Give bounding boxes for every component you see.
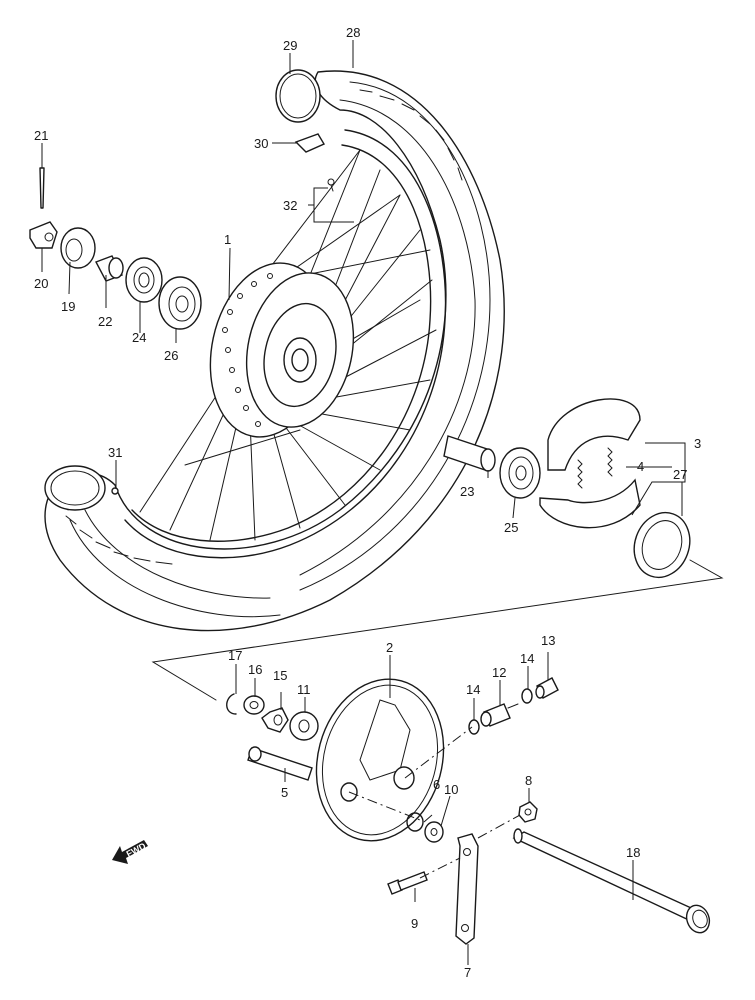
o-ring[interactable] [406,812,424,832]
washer-14b[interactable] [521,688,533,704]
hub[interactable] [195,252,367,448]
label-part-13[interactable]: 13 [541,633,555,648]
label-part-12[interactable]: 12 [492,665,506,680]
label-part-30[interactable]: 30 [254,136,268,151]
label-part-17[interactable]: 17 [228,648,242,663]
indicator-plate[interactable] [261,707,289,733]
hub-spoke-holes [222,273,273,427]
axle-nut[interactable] [29,221,58,249]
label-part-8[interactable]: 8 [525,773,532,788]
label-part-19[interactable]: 19 [61,299,75,314]
brake-cam-shaft[interactable] [247,746,313,781]
label-part-22[interactable]: 22 [98,314,112,329]
label-part-24[interactable]: 24 [132,330,146,345]
leader-lines [41,40,686,965]
brake-cam-lever[interactable] [455,833,479,945]
circlip[interactable] [226,693,237,715]
bearing-26[interactable] [158,276,202,330]
label-part-5[interactable]: 5 [281,785,288,800]
brake-shoes[interactable] [539,398,641,529]
label-part-3[interactable]: 3 [694,436,701,451]
speedometer-gear[interactable] [480,703,519,727]
group-frame [151,559,724,701]
label-part-16[interactable]: 16 [248,662,262,677]
tube[interactable] [275,69,321,123]
spacer-22[interactable] [95,255,124,282]
bearing-24[interactable] [125,257,163,303]
label-part-2[interactable]: 2 [386,640,393,655]
wear-indicator[interactable] [289,711,319,741]
rim-band[interactable] [294,133,326,153]
nut[interactable] [518,801,538,823]
label-part-7[interactable]: 7 [464,965,471,980]
oil-seal[interactable] [625,505,698,585]
label-part-10[interactable]: 10 [444,782,458,797]
label-part-1[interactable]: 1 [224,232,231,247]
washer-16[interactable] [243,695,265,715]
label-part-18[interactable]: 18 [626,845,640,860]
label-part-23[interactable]: 23 [460,484,474,499]
dust-seal[interactable] [60,227,96,269]
label-part-15[interactable]: 15 [273,668,287,683]
label-part-6[interactable]: 6 [433,777,440,792]
label-part-31[interactable]: 31 [108,445,122,460]
label-part-32[interactable]: 32 [283,198,297,213]
label-part-28[interactable]: 28 [346,25,360,40]
assembly-axis-lines [348,726,521,879]
label-part-21[interactable]: 21 [34,128,48,143]
bolt[interactable] [387,871,428,895]
washer-14a[interactable] [468,719,480,735]
label-part-11[interactable]: 11 [297,682,311,697]
brake-panel[interactable] [299,665,461,856]
label-part-20[interactable]: 20 [34,276,48,291]
speedometer-drive-bushing[interactable] [535,677,559,699]
label-part-4[interactable]: 4 [637,459,644,474]
label-part-25[interactable]: 25 [504,520,518,535]
front-axle[interactable] [512,828,713,936]
label-part-14b[interactable]: 14 [520,651,534,666]
label-part-26[interactable]: 26 [164,348,178,363]
spacer-23[interactable] [443,435,496,472]
fwd-arrow-icon: FWD [112,840,148,864]
shoe-springs[interactable] [577,447,613,489]
bearing-25[interactable] [499,447,541,499]
spoke-nipple [327,178,335,192]
valve[interactable] [44,465,119,511]
rim[interactable] [124,129,447,559]
washer-10[interactable] [424,821,444,843]
label-part-27[interactable]: 27 [673,467,687,482]
label-part-29[interactable]: 29 [283,38,297,53]
part-labels: 1 2 3 4 5 6 7 8 9 10 11 12 13 14 14 15 1… [34,25,701,980]
label-part-9[interactable]: 9 [411,916,418,931]
label-part-14a[interactable]: 14 [466,682,480,697]
cotter-pin[interactable] [39,167,45,209]
